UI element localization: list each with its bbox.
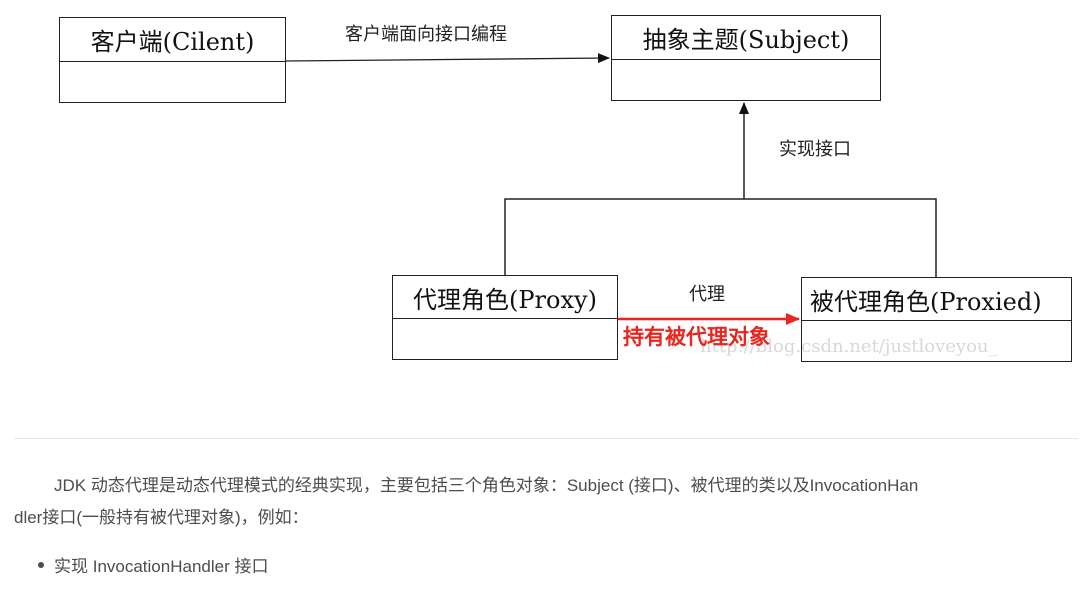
list-item: 实现 InvocationHandler 接口 (38, 552, 268, 577)
proxied-class-box: 被代理角色(Proxied) (801, 277, 1072, 362)
section-divider (14, 438, 1078, 439)
client-to-subject-arrow (285, 53, 610, 64)
proxy-class-name: 代理角色(Proxy) (393, 276, 617, 319)
subject-class-box: 抽象主题(Subject) (611, 15, 881, 101)
proxied-class-name: 被代理角色(Proxied) (802, 278, 1071, 321)
implement-interface-label: 实现接口 (779, 139, 851, 160)
proxy-pattern-diagram: 客户端(Cilent) 抽象主题(Subject) 代理角色(Proxy) 被代… (59, 15, 1072, 362)
list-item-text: 实现 InvocationHandler 接口 (54, 557, 269, 576)
client-class-name: 客户端(Cilent) (60, 18, 285, 62)
watermark: http://blog.csdn.net/justloveyou_ (700, 336, 998, 357)
implements-connector (504, 198, 937, 277)
paragraph-line-2: dler接口(一般持有被代理对象)，例如： (14, 508, 309, 527)
hold-proxied-label: 持有被代理对象 (623, 325, 770, 349)
client-class-box: 客户端(Cilent) (59, 17, 286, 103)
bullet-dot-icon (38, 561, 44, 568)
connector-lines (285, 53, 937, 325)
subject-class-name: 抽象主题(Subject) (612, 16, 880, 60)
proxy-label: 代理 (689, 284, 725, 305)
article-paragraph: JDK 动态代理是动态代理模式的经典实现，主要包括三个角色对象：Subject … (14, 470, 1080, 534)
proxy-class-box: 代理角色(Proxy) (392, 275, 618, 360)
interface-programming-label: 客户端面向接口编程 (345, 24, 507, 45)
paragraph-line-1: JDK 动态代理是动态代理模式的经典实现，主要包括三个角色对象：Subject … (54, 476, 919, 495)
